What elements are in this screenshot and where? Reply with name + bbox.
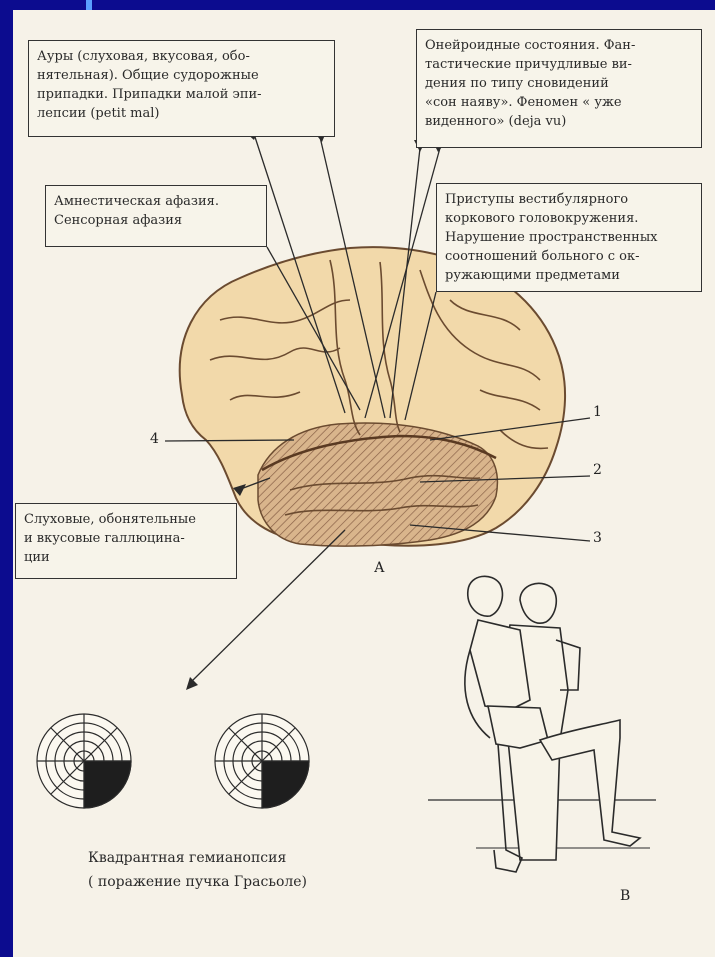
vestibular-box: Приступы вестибулярного коркового голово… (436, 183, 702, 292)
temporal-lobe (258, 423, 497, 546)
patient-examination-illustration (428, 576, 656, 872)
figure-label-a: А (374, 560, 385, 576)
oneiroid-states-box: Онейроидные состояния. Фан- тастические … (416, 29, 702, 148)
auras-box: Ауры (слуховая, вкусовая, обо- нятельная… (28, 40, 335, 137)
region-label-3: 3 (593, 530, 602, 546)
aphasia-box: Амнестическая афазия. Сенсорная афазия (45, 185, 267, 247)
region-label-1: 1 (593, 404, 602, 420)
region-label-4: 4 (150, 431, 159, 447)
hallucinations-box: Слуховые, обонятельные и вкусовые галлюц… (15, 503, 237, 579)
region-label-2: 2 (593, 462, 602, 478)
figure-label-b: В (620, 888, 630, 904)
hemianopsia-caption: Квадрантная гемианопсия ( поражение пучк… (88, 846, 307, 894)
visual-field-right (215, 714, 309, 808)
visual-field-left (37, 714, 131, 808)
